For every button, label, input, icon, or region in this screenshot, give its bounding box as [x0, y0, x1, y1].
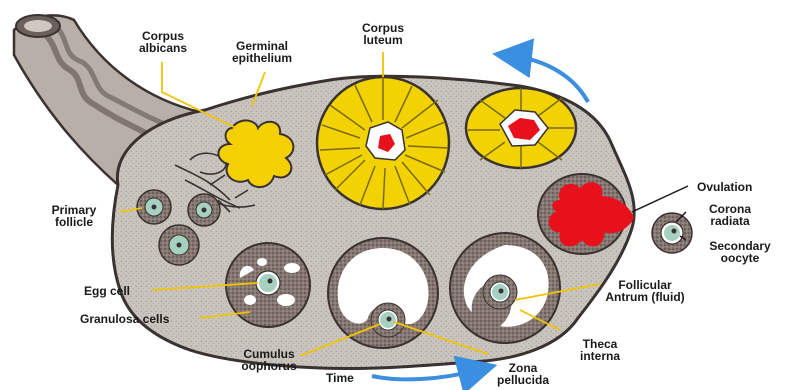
- mature-follicle: [450, 233, 560, 343]
- label-secondary-oocyte: Secondary oocyte: [690, 240, 790, 264]
- label-zona-pellucida: Zona pellucida: [478, 362, 568, 386]
- label-follicular-antrum: Follicular Antrum (fluid): [580, 279, 710, 303]
- label-ovulation: Ovulation: [697, 181, 752, 193]
- primary-follicle: [159, 225, 199, 265]
- label-corpus-luteum: Corpus luteum: [343, 22, 423, 46]
- primary-follicle: [137, 190, 171, 224]
- corpus-luteum-small: [466, 88, 576, 168]
- label-time: Time: [326, 372, 354, 384]
- primary-follicle: [188, 194, 220, 226]
- label-granulosa-cells: Granulosa cells: [80, 313, 169, 325]
- time-arrow: [372, 370, 478, 379]
- secondary-oocyte-released: [652, 213, 692, 253]
- label-cumulus-oophorus: Cumulus oophorus: [224, 348, 314, 372]
- label-corpus-albicans: Corpus albicans: [118, 30, 208, 54]
- label-theca-interna: Theca interna: [560, 338, 640, 362]
- label-egg-cell: Egg cell: [84, 285, 130, 297]
- label-primary-follicle: Primary follicle: [28, 204, 120, 228]
- label-corona-radiata: Corona radiata: [690, 203, 770, 227]
- label-germinal-epithelium: Germinal epithelium: [212, 40, 312, 64]
- corpus-luteum-large: [317, 77, 449, 209]
